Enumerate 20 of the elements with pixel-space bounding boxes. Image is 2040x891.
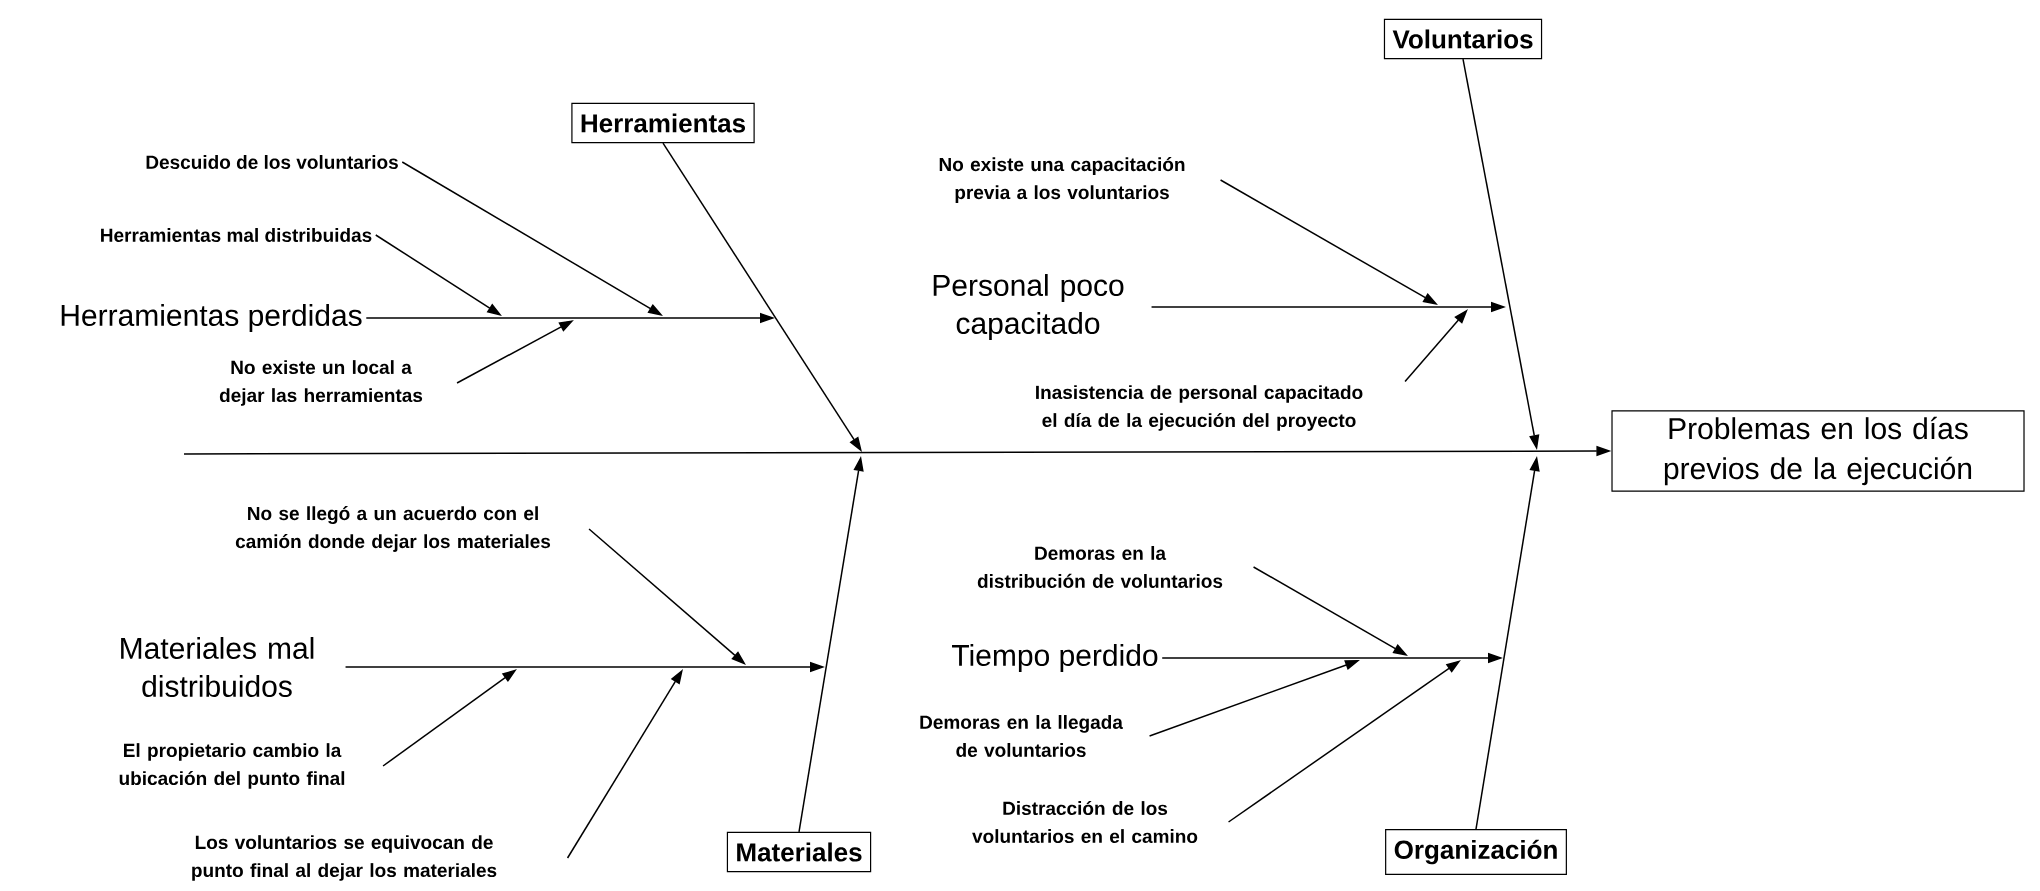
subcause-label: Materiales mal distribuidos xyxy=(121,637,314,697)
cause-label: El propietario cambio la ubicación del punto final xyxy=(119,743,345,789)
effect-box: Problemas en los días previos de la ejecución xyxy=(1611,410,2025,492)
cause-label: Demoras en la distribución de voluntarios xyxy=(977,546,1223,588)
cause-label: Inasistencia de personal capacitado el día de la ejecución del proyecto xyxy=(1036,385,1363,431)
cause-label: Herramientas mal distribuidas xyxy=(101,228,372,242)
cause-label: Distracción de los voluntarios en el camino xyxy=(972,800,1198,844)
cause-label: No se llegó a un acuerdo con el camión donde dejar los materiales xyxy=(235,506,551,552)
cause-label: No existe una capacitación previa a los voluntarios xyxy=(939,157,1185,203)
subcause-label: Personal poco capacitado xyxy=(933,274,1124,340)
category-box: Organización xyxy=(1385,829,1567,875)
cause-label: Demoras en la llegada de voluntarios xyxy=(920,715,1123,757)
cause-label: Descuido de los voluntarios xyxy=(146,155,398,169)
category-box: Voluntarios xyxy=(1383,18,1543,60)
subcause-label: Herramientas perdidas xyxy=(61,304,362,332)
category-box: Materiales xyxy=(726,831,872,873)
cause-label: No existe un local a dejar las herramientas xyxy=(219,360,423,406)
cause-label: Los voluntarios se equivocan de punto final al dejar los materiales xyxy=(192,835,497,881)
category-box: Herramientas xyxy=(571,102,755,144)
subcause-label: Tiempo perdido xyxy=(952,644,1158,672)
